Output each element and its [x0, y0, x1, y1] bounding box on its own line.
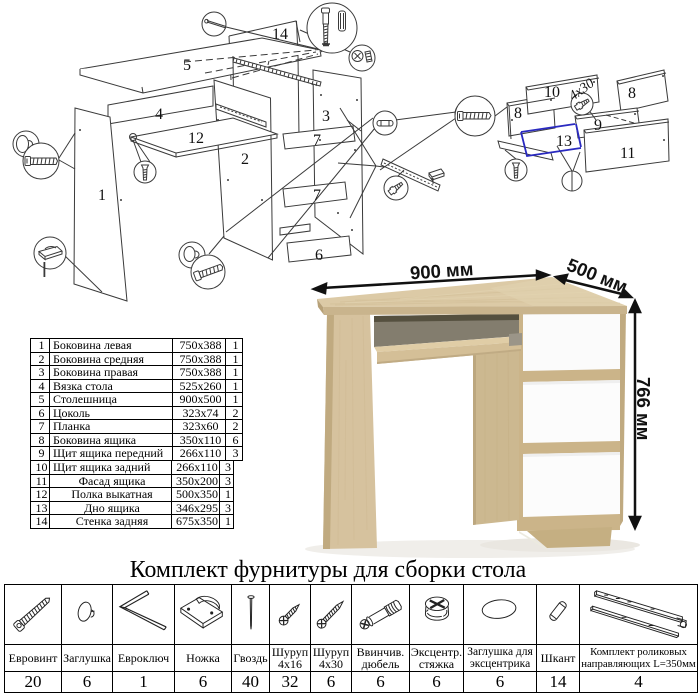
svg-text:6: 6 — [315, 247, 323, 264]
svg-text:766 мм: 766 мм — [633, 377, 654, 440]
svg-text:10: 10 — [544, 84, 560, 101]
svg-text:11: 11 — [620, 145, 635, 162]
svg-text:7: 7 — [313, 132, 321, 149]
svg-text:4: 4 — [155, 106, 163, 123]
svg-text:14: 14 — [272, 26, 288, 43]
svg-text:1: 1 — [98, 187, 106, 204]
svg-text:2: 2 — [241, 151, 249, 168]
svg-text:13: 13 — [556, 133, 572, 150]
svg-text:12: 12 — [188, 130, 204, 147]
svg-text:7: 7 — [313, 187, 321, 204]
svg-text:8: 8 — [514, 105, 522, 122]
svg-text:900 мм: 900 мм — [409, 258, 474, 283]
svg-text:9: 9 — [594, 117, 602, 134]
svg-text:3: 3 — [322, 108, 330, 125]
svg-text:5: 5 — [183, 57, 191, 74]
svg-text:8: 8 — [628, 85, 636, 102]
